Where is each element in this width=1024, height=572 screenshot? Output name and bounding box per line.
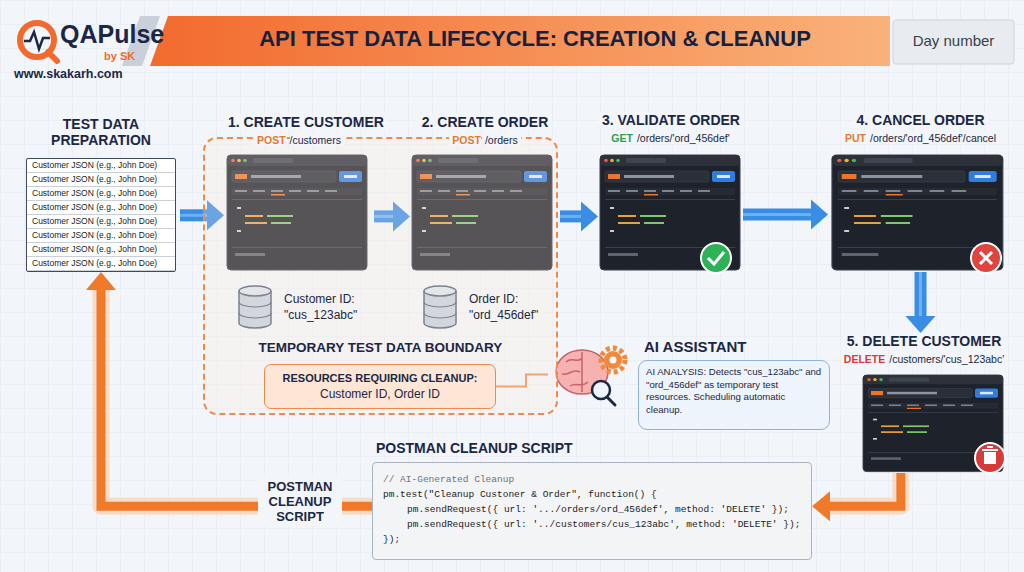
gear-hub: [610, 357, 617, 364]
success-badge: [701, 243, 731, 273]
arrow-head: [86, 272, 116, 290]
arrow-shaft: [560, 210, 582, 222]
arrow-highlight: [743, 213, 812, 216]
endpoint-line: DELETE/customers/'cus_123abc': [835, 352, 1013, 366]
brain-folds: [562, 352, 588, 392]
cancel-badge: [971, 243, 1001, 273]
list-row: Customer JSON (e.g., John Doe): [27, 243, 175, 257]
step-card: 3. VALIDATE ORDER GET/orders/'ord_456def': [598, 112, 743, 272]
arrow-highlight: [560, 215, 582, 218]
step-title: 1. CREATE CUSTOMER: [224, 114, 388, 130]
endpoint-path: /customers: [290, 134, 344, 146]
resource-id: Customer ID: "cus_123abc": [284, 291, 376, 323]
flow-arrow: [812, 473, 901, 521]
database-item: Customer ID: "cus_123abc": [238, 283, 378, 335]
arrow-glow: [829, 473, 901, 506]
data-list: Customer JSON (e.g., John Doe)Customer J…: [26, 158, 176, 272]
http-method: GET: [608, 132, 633, 144]
endpoint-line: GET/orders/'ord_456def': [598, 131, 743, 145]
http-method: PUT: [842, 132, 866, 144]
section-heading: TEST DATA PREPARATION: [22, 116, 180, 148]
flow-arrow: [743, 199, 828, 229]
analysis-text: AI ANALYSIS: Detects "cus_123abc" and "o…: [646, 366, 822, 416]
code-heading: POSTMAN CLEANUP SCRIPT: [376, 440, 573, 456]
list-row: Customer JSON (e.g., John Doe): [27, 187, 175, 201]
code-line: pm.test("Cleanup Custoner & Order", func…: [383, 487, 801, 502]
arrow-shaft: [829, 473, 901, 506]
database-item: Order ID: "ord_456def": [423, 283, 558, 335]
logo-handle: [48, 52, 57, 61]
brand-name: QAPulse: [60, 20, 164, 49]
title-banner: [150, 16, 890, 66]
gear-icon: [604, 351, 622, 369]
list-row: Customer JSON (e.g., John Doe): [27, 159, 175, 173]
list-row: Customer JSON (e.g., John Doe): [27, 215, 175, 229]
code-line: // AI-Generated Cleanup: [383, 472, 801, 487]
step-card: 1. CREATE CUSTOMERPOST/customers: [224, 114, 374, 274]
brand-byline: by SK: [104, 50, 135, 62]
step-card: 2. CREATE ORDER POST/orders: [410, 114, 560, 274]
arrow-shaft: [743, 208, 812, 220]
day-box: [893, 20, 1014, 64]
ai-assistant: AI ASSISTANT AI ANALYSIS: Detects "cus_12…: [548, 336, 833, 432]
data-list-box: TEST DATA PREPARATION Customer JSON (e.g.…: [22, 110, 180, 272]
endpoint-path: /customers/'cus_123abc': [889, 353, 1007, 365]
cleanup-box: RESOURCES REQUIRING CLEANUP:Customer ID,…: [264, 364, 496, 409]
arrow-shaft: [915, 272, 927, 317]
box-body: Customer ID, Order ID: [265, 386, 495, 402]
http-method: DELETE: [841, 353, 885, 365]
flow-arrow: [560, 201, 598, 231]
arrow-head: [811, 199, 828, 229]
step-title: 3. VALIDATE ORDER: [598, 112, 744, 128]
step-card: 4. CANCEL ORDER PUT/orders/'ord_456def'/c…: [828, 112, 1013, 272]
code-panel: POSTMAN CLEANUP SCRIPT // AI-Generated Cl…: [372, 438, 812, 562]
box-heading: RESOURCES REQUIRING CLEANUP:: [265, 371, 495, 386]
magnifier-handle: [607, 397, 615, 405]
ai-heading: AI ASSISTANT: [644, 338, 747, 355]
endpoint-path: /orders/'ord_456def'/cancel: [870, 132, 999, 144]
website: www.skakarh.com: [14, 67, 123, 81]
endpoint-path: /orders/'ord_456def': [637, 132, 733, 144]
delete-badge: [975, 443, 1005, 473]
endpoint-line: POST/orders: [410, 133, 560, 147]
check-mark: [708, 252, 724, 264]
gear-teeth: [601, 348, 625, 372]
arrow-highlight: [919, 272, 922, 317]
endpoint-line: POST/customers: [224, 133, 374, 147]
endpoint-path: /orders: [485, 134, 521, 146]
step-card: 5. DELETE CUSTOMER DELETE/customers/'cus_…: [835, 333, 1013, 473]
logo-pulse: [24, 32, 50, 49]
code-line: pm.sendRequest({ url: '.../orders/ord_45…: [383, 502, 801, 517]
list-row: Customer JSON (e.g., John Doe): [27, 201, 175, 215]
step-title: 4. CANCEL ORDER: [852, 112, 988, 128]
day-number: Day number: [893, 32, 1014, 49]
trash-icon: [982, 446, 998, 464]
step-title: 2. CREATE ORDER: [418, 114, 553, 130]
code-line: pm.sendRequest({ url: '../customers/cus_…: [383, 517, 801, 532]
arrow-head: [581, 201, 598, 231]
cross-mark: [980, 252, 992, 264]
code-block: // AI-Generated Cleanuppm.test("Cleanup …: [372, 462, 812, 560]
boundary-box: TEMPORARY TEST DATA BOUNDARY1. CREATE CU…: [203, 137, 558, 415]
boundary-label: TEMPORARY TEST DATA BOUNDARY: [205, 340, 556, 355]
arrow-head: [812, 491, 830, 521]
diagram-title: API TEST DATA LIFECYCLE: CREATION & CLEA…: [190, 26, 880, 52]
list-row: Customer JSON (e.g., John Doe): [27, 257, 175, 271]
flow-arrow: [906, 272, 936, 333]
analysis-box: AI ANALYSIS: Detects "cus_123abc" and "o…: [638, 360, 830, 430]
code-line: });: [383, 532, 801, 547]
list-row: Customer JSON (e.g., John Doe): [27, 229, 175, 243]
side-label: POSTMAN CLEANUP SCRIPT: [258, 477, 342, 526]
list-row: Customer JSON (e.g., John Doe): [27, 173, 175, 187]
arrow-head: [906, 316, 936, 333]
http-method: POST: [449, 134, 481, 146]
http-method: POST: [254, 134, 286, 146]
endpoint-line: PUT/orders/'ord_456def'/cancel: [828, 131, 1013, 145]
step-title: 5. DELETE CUSTOMER: [843, 333, 1006, 349]
resource-id: Order ID: "ord_456def": [469, 291, 561, 323]
